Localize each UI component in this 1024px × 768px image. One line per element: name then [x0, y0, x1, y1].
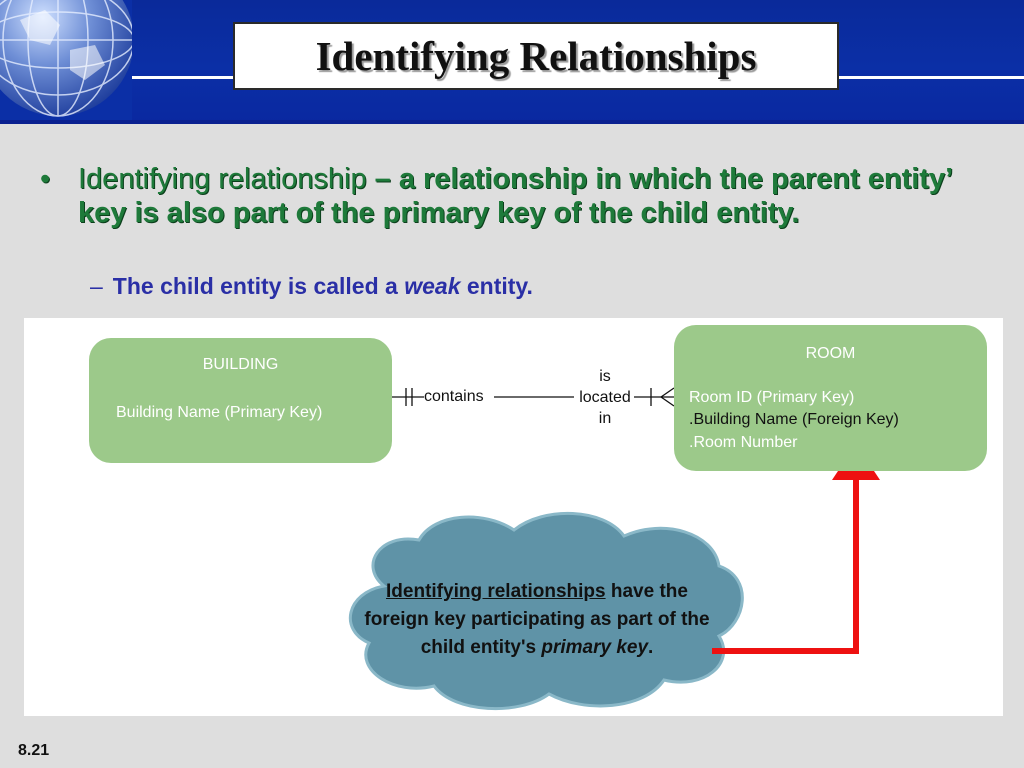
- relationship-label-contains: contains: [424, 388, 484, 405]
- relationship-label-located: is located in: [576, 366, 634, 429]
- bullet-2-pre: The child entity is called a: [112, 273, 405, 299]
- relationship-word: in: [598, 410, 612, 427]
- bullet-1-definition: – a relationship in which the parent ent…: [78, 163, 952, 229]
- callout-end: .: [648, 637, 654, 658]
- crowfoot-bottom: [660, 396, 675, 407]
- globe-icon: [0, 0, 132, 120]
- header-bottom-border: [0, 120, 1024, 124]
- header-band: Identifying Relationships: [0, 0, 1024, 124]
- bullet-2: –The child entity is called a weak entit…: [90, 273, 533, 300]
- bullet-dash: –: [90, 273, 103, 299]
- entity-name: ROOM: [805, 345, 856, 362]
- entity-building: BUILDING Building Name (Primary Key): [89, 338, 392, 463]
- callout-underlined: Identifying relationships: [386, 581, 606, 602]
- page-title: Identifying Relationships: [315, 33, 757, 79]
- entity-attribute: Room ID (Primary Key): [689, 389, 855, 406]
- callout-body: have the foreign key participating as pa…: [364, 581, 710, 658]
- bullet-dot: •: [40, 163, 51, 195]
- entity-attribute: Building Name (Primary Key): [116, 404, 323, 421]
- bullet-1-text: Identifying relationship – a relationshi…: [78, 162, 978, 230]
- diagram-connectors: [348, 387, 880, 711]
- bullet-1-term: Identifying relationship: [78, 163, 367, 195]
- cloud-shape: [348, 512, 744, 711]
- relationship-word: located: [579, 389, 631, 406]
- callout-text: Identifying relationships have the forei…: [362, 578, 712, 662]
- crowfoot-top: [660, 387, 675, 398]
- entity-attribute: .Room Number: [689, 434, 798, 451]
- callout-emphasis: primary key: [541, 637, 649, 658]
- diagram-panel: BUILDING Building Name (Primary Key) ROO…: [24, 318, 1003, 716]
- title-box: Identifying Relationships: [233, 22, 839, 90]
- bullet-2-post: entity.: [460, 273, 533, 299]
- entity-attribute: .Building Name (Foreign Key): [689, 411, 899, 428]
- entity-name: BUILDING: [202, 356, 279, 373]
- red-arrow-line: [712, 478, 859, 654]
- entity-room: ROOM Room ID (Primary Key) .Building Nam…: [674, 325, 987, 471]
- relationship-word: is: [599, 368, 611, 385]
- slide-number: 8.21: [18, 742, 50, 759]
- bullet-2-emphasis: weak: [404, 273, 461, 299]
